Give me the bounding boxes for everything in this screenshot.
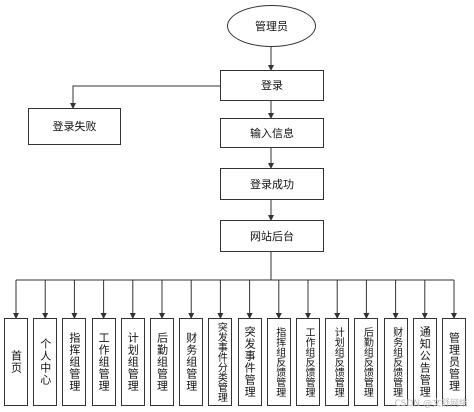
node-login-success: 登录成功 xyxy=(220,168,324,200)
node-input-info: 输入信息 xyxy=(220,118,324,148)
module-drop-lines xyxy=(13,280,457,319)
module-label: 工作组反馈管理 xyxy=(303,327,314,397)
module-label: 指挥组管理 xyxy=(67,332,81,392)
node-login-fail-label: 登录失败 xyxy=(52,120,97,133)
module-label: 突发事件分类管理 xyxy=(215,322,227,402)
watermark: CSDN @文舒网络 xyxy=(394,399,468,409)
module-box: 后勤组管理 xyxy=(150,318,174,406)
module-label: 个人中心 xyxy=(38,338,52,386)
module-box: 突发事件分类管理 xyxy=(208,318,233,406)
node-admin-label: 管理员 xyxy=(255,20,288,33)
module-box: 突发事件管理 xyxy=(237,318,262,406)
module-label: 计划组反馈管理 xyxy=(332,327,344,397)
module-box: 通知公告管理 xyxy=(412,318,437,406)
node-site-backend: 网站后台 xyxy=(220,220,324,252)
node-site-backend-label: 网站后台 xyxy=(250,229,294,243)
module-label: 管理员管理 xyxy=(447,332,461,392)
node-input-info-label: 输入信息 xyxy=(250,126,294,140)
node-admin: 管理员 xyxy=(227,5,316,47)
module-label: 首页 xyxy=(9,350,23,374)
module-box: 后勤组反馈管理 xyxy=(354,318,379,406)
module-box: 指挥组反馈管理 xyxy=(266,318,291,406)
module-label: 指挥组反馈管理 xyxy=(273,327,285,397)
module-label: 通知公告管理 xyxy=(418,326,432,398)
module-label: 财务组管理 xyxy=(184,332,198,392)
module-box: 管理员管理 xyxy=(442,318,466,406)
module-label: 工作组管理 xyxy=(97,332,111,392)
arrow-login-to-fail xyxy=(70,85,220,109)
module-label: 后勤组反馈管理 xyxy=(361,327,373,397)
node-login-success-label: 登录成功 xyxy=(250,177,294,191)
node-login-fail: 登录失败 xyxy=(28,108,121,145)
module-label: 计划组管理 xyxy=(126,332,140,392)
module-box: 财务组反馈管理 xyxy=(383,318,408,406)
module-box: 个人中心 xyxy=(33,318,58,406)
module-label: 财务组反馈管理 xyxy=(390,327,402,397)
node-login: 登录 xyxy=(220,70,324,101)
module-box: 工作组反馈管理 xyxy=(296,318,320,406)
module-box: 计划组管理 xyxy=(120,318,145,406)
module-box: 财务组管理 xyxy=(179,318,204,406)
module-box: 工作组管理 xyxy=(91,318,116,406)
node-login-label: 登录 xyxy=(261,79,283,92)
module-box: 指挥组管理 xyxy=(62,318,87,406)
module-label: 突发事件管理 xyxy=(243,326,257,398)
module-label: 后勤组管理 xyxy=(155,332,169,392)
module-box: 计划组反馈管理 xyxy=(325,318,350,406)
module-box: 首页 xyxy=(4,318,28,406)
